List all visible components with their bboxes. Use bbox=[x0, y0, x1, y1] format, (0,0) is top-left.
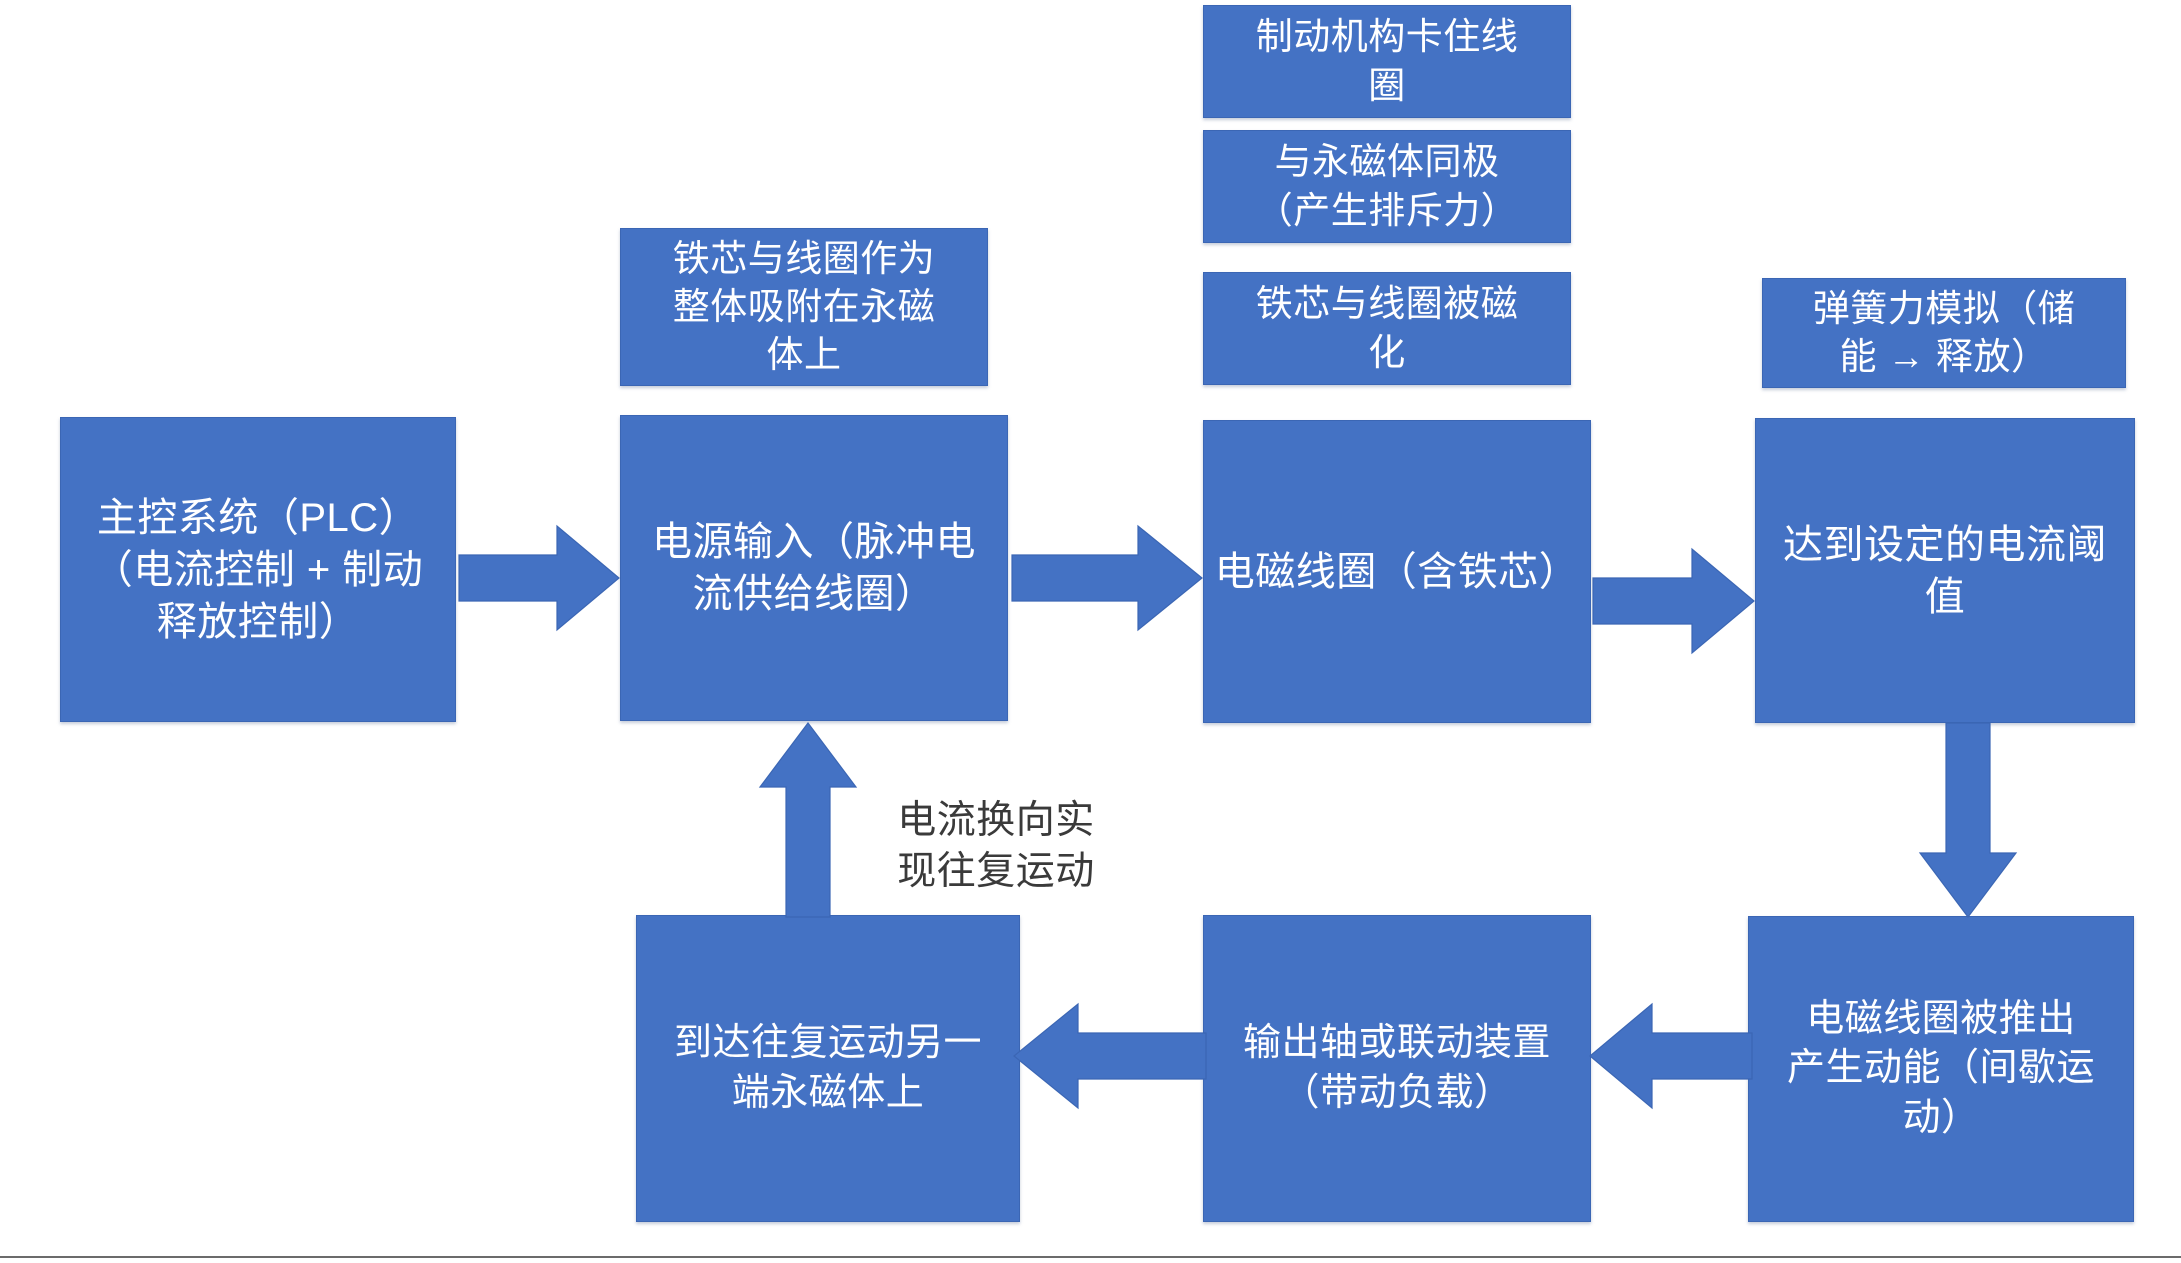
node-electromagnetic-coil-label: 电磁线圈（含铁芯） bbox=[1214, 549, 1580, 594]
node-current-threshold[interactable]: 达到设定的电流阈 值 bbox=[1755, 418, 2135, 723]
node-reach-other-magnet[interactable]: 到达往复运动另一 端永磁体上 bbox=[636, 915, 1020, 1222]
arrow-other-magnet-to-power-input bbox=[758, 721, 858, 918]
node-brake-locks-coil-label: 制动机构卡住线 圈 bbox=[1255, 16, 1519, 106]
bottom-separator bbox=[0, 1256, 2181, 1258]
label-current-reversal: 电流换向实 现往复运动 bbox=[897, 799, 1095, 894]
node-brake-locks-coil[interactable]: 制动机构卡住线 圈 bbox=[1203, 5, 1571, 118]
node-current-threshold-label: 达到设定的电流阈 值 bbox=[1783, 522, 2107, 619]
node-output-shaft[interactable]: 输出轴或联动装置 （带动负载） bbox=[1203, 915, 1591, 1222]
node-output-shaft-label: 输出轴或联动装置 （带动负载） bbox=[1242, 1022, 1551, 1114]
node-core-coil-attached[interactable]: 铁芯与线圈作为 整体吸附在永磁 体上 bbox=[620, 228, 988, 386]
arrow-plc-to-power-input bbox=[458, 522, 621, 634]
node-power-input[interactable]: 电源输入（脉冲电 流供给线圈） bbox=[620, 415, 1008, 721]
arrow-output-shaft-to-other-magnet bbox=[1012, 1000, 1207, 1112]
node-same-pole-repulsion-label: 与永磁体同极 （产生排斥力） bbox=[1255, 141, 1519, 231]
node-core-coil-magnetized[interactable]: 铁芯与线圈被磁 化 bbox=[1203, 272, 1571, 385]
node-plc-label: 主控系统（PLC） （电流控制 + 制动 释放控制） bbox=[92, 495, 424, 644]
node-same-pole-repulsion[interactable]: 与永磁体同极 （产生排斥力） bbox=[1203, 130, 1571, 243]
node-reach-other-magnet-label: 到达往复运动另一 端永磁体上 bbox=[673, 1022, 982, 1114]
node-core-coil-attached-label: 铁芯与线圈作为 整体吸附在永磁 体上 bbox=[672, 237, 936, 376]
arrow-power-input-to-coil bbox=[1011, 522, 1204, 634]
node-spring-force-simulation[interactable]: 弹簧力模拟（储 能 → 释放） bbox=[1762, 278, 2126, 388]
arrow-pushed-out-to-output-shaft bbox=[1588, 1000, 1753, 1112]
node-coil-pushed-out-label: 电磁线圈被推出 产生动能（间歇运 动） bbox=[1786, 997, 2095, 1139]
arrow-coil-to-threshold bbox=[1592, 545, 1756, 657]
node-plc[interactable]: 主控系统（PLC） （电流控制 + 制动 释放控制） bbox=[60, 417, 456, 722]
node-electromagnetic-coil[interactable]: 电磁线圈（含铁芯） bbox=[1203, 420, 1591, 723]
node-coil-pushed-out[interactable]: 电磁线圈被推出 产生动能（间歇运 动） bbox=[1748, 916, 2134, 1222]
node-power-input-label: 电源输入（脉冲电 流供给线圈） bbox=[652, 520, 976, 616]
node-spring-force-simulation-label: 弹簧力模拟（储 能 → 释放） bbox=[1812, 287, 2076, 377]
arrow-threshold-to-pushed-out bbox=[1918, 722, 2018, 919]
node-core-coil-magnetized-label: 铁芯与线圈被磁 化 bbox=[1255, 283, 1519, 373]
